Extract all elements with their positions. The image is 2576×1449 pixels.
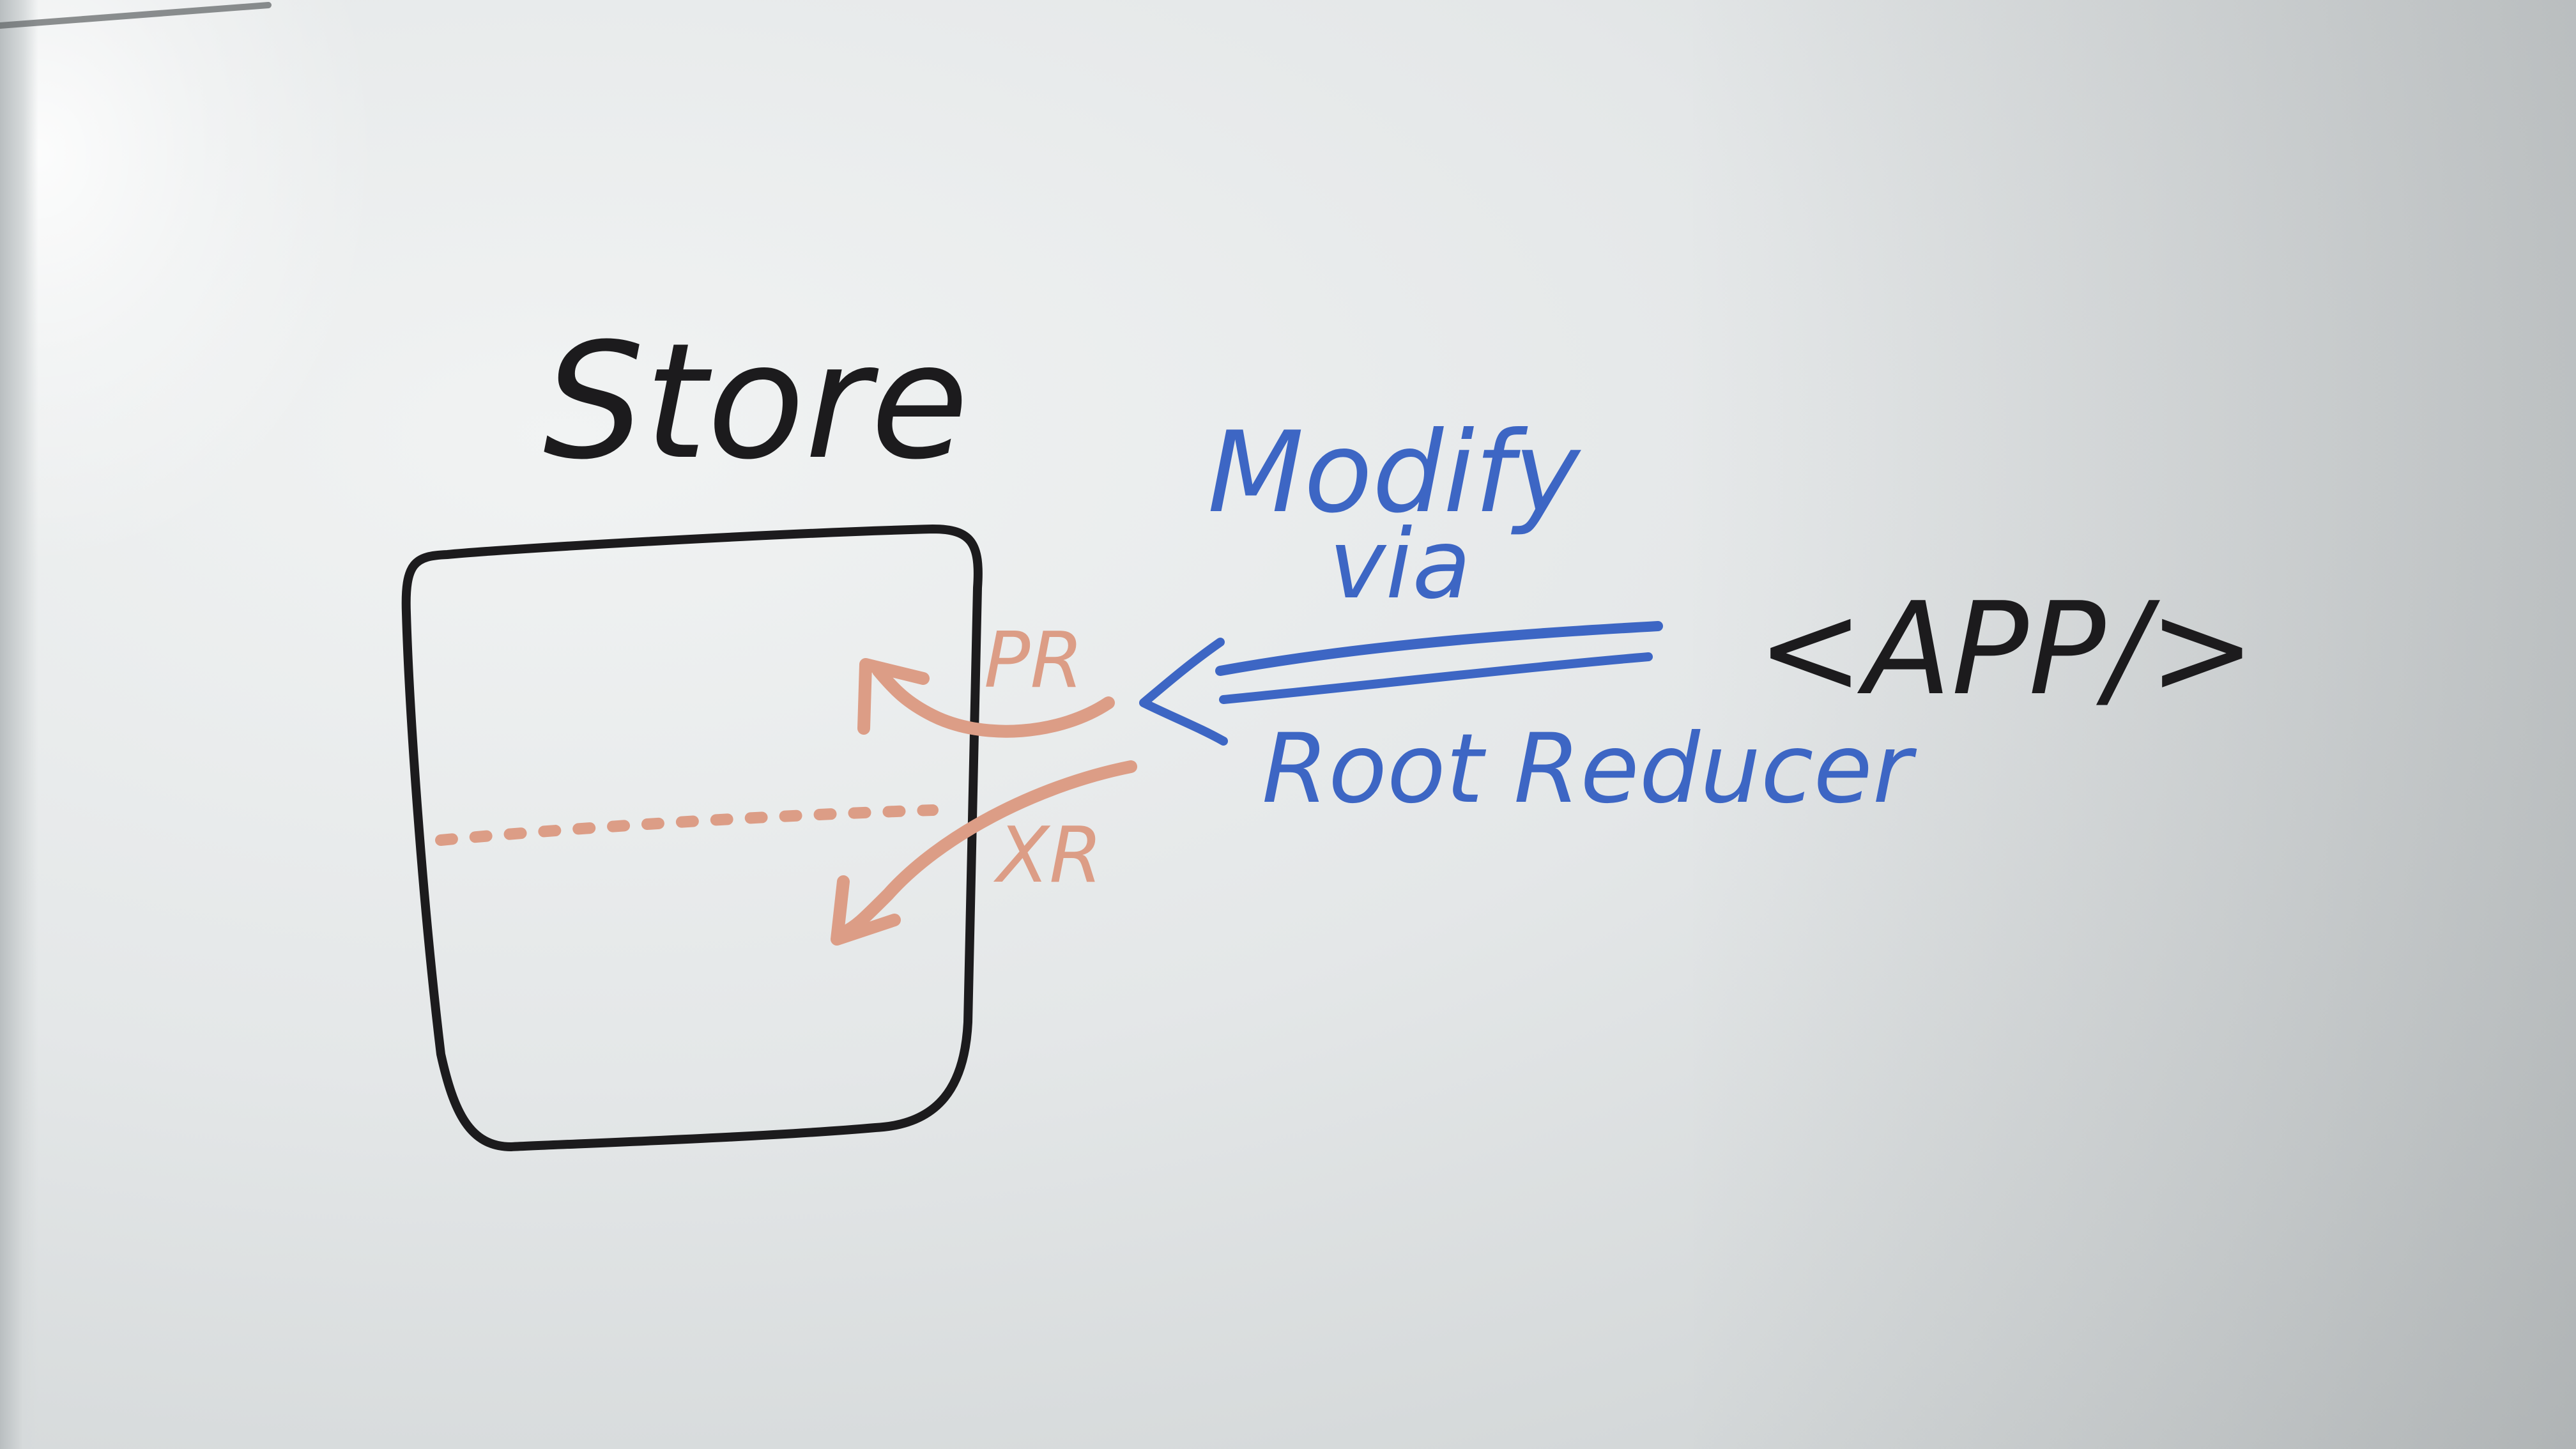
root-reducer-arrow-line-top (1215, 621, 1663, 676)
app-label: <APP/> (1757, 575, 2256, 724)
xr-arrow (837, 760, 1137, 939)
xr-arrowhead (831, 875, 901, 946)
pr-arrowhead (857, 658, 930, 735)
root-reducer-arrowhead (1139, 638, 1228, 746)
root-reducer-arrow-line-bottom (1219, 652, 1653, 704)
store-box (401, 525, 983, 1151)
pr-arrow (872, 664, 1115, 738)
modify-label: Modify (1208, 408, 1581, 538)
store-title: Store (543, 309, 969, 494)
xr-label: XR (993, 811, 1103, 900)
root-reducer-label: Root Reducer (1262, 714, 1917, 825)
top-marker-trace (0, 2, 272, 29)
via-label: via (1329, 509, 1471, 620)
pr-label: PR (984, 617, 1084, 705)
store-divider (435, 804, 939, 846)
